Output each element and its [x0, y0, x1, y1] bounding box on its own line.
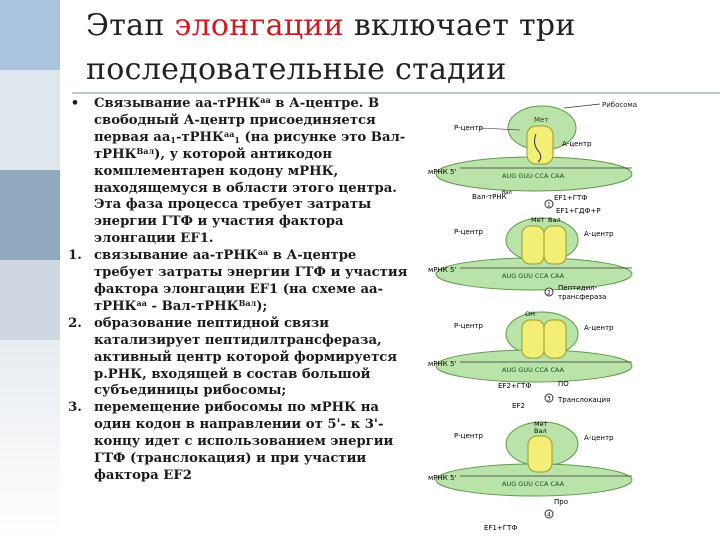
trna-met [526, 125, 554, 165]
bullet-text-3: -тРНК [175, 129, 225, 145]
label-ef1-gtp: EF1+ГТФ [554, 194, 587, 202]
title-part1: Этап [86, 8, 175, 43]
codons: AUG GUU CCA CAA [502, 366, 565, 374]
label-ef1-gdp: EF1+ГДФ+Р [556, 207, 601, 215]
ribosome-pointer [563, 103, 601, 109]
label-ribosome: Рибосома [602, 101, 637, 109]
step-badge-3 [544, 393, 554, 403]
label-a-center: А-центр [584, 434, 614, 442]
step1-sup-1: аа [257, 247, 269, 258]
slide-title: Этап элонгации включает три последовател… [86, 4, 716, 92]
label-peptidyl-1: Пептидил- [558, 284, 598, 292]
bullet-item: • Связывание аа-тРНКаа в А-центре. В сво… [60, 96, 420, 248]
label-val: Вал [548, 216, 561, 224]
step-marker-3: 3. [68, 400, 82, 416]
bullet-text-5: ), у которой антикодон комплементарен ко… [94, 146, 397, 247]
step-num-4: 4 [547, 512, 551, 519]
label-met: Мет [531, 216, 545, 224]
step1-text-2: в А-центре требует затраты энергии ГТФ и… [94, 248, 408, 314]
title-part2: включает три [343, 8, 576, 43]
label-ef2-gtp: EF2+ГТФ [498, 382, 531, 390]
step2-text: образование пептидной связи катализирует… [94, 315, 398, 399]
label-mrna: мРНК 5' [428, 168, 456, 176]
bullet-text-2: в А-центре. В свободный А-центр присоеди… [94, 96, 380, 145]
label-ef1-gtp-bottom: EF1+ГТФ [484, 524, 517, 532]
step-num-1: 1 [547, 202, 551, 209]
trna-dipeptide [543, 319, 567, 359]
codons: AUG GUU CCA CAA [502, 480, 565, 488]
label-met: Мет [534, 420, 548, 428]
label-mrna: мРНК 5' [428, 266, 456, 274]
label-a-center: А-центр [562, 140, 592, 148]
trna-empty [521, 319, 545, 359]
bullet-sub-2: 1 [234, 134, 240, 145]
label-val: Вал [534, 427, 547, 435]
label-p-center: Р-центр [454, 432, 483, 440]
bullet-text-4: (на рисунке это Вал-тРНК [94, 129, 406, 162]
trna-val [543, 225, 567, 265]
photo-lab [0, 170, 60, 260]
codons: AUG GUU CCA CAA [502, 272, 565, 280]
step-badge-4 [544, 509, 554, 519]
bullet-marker: • [70, 96, 80, 111]
label-met: Мет [534, 116, 548, 124]
label-p-center: Р-центр [454, 124, 483, 132]
title-highlight: элонгации [174, 8, 344, 43]
label-a-center: А-центр [584, 230, 614, 238]
label-p-center: Р-центр [454, 322, 483, 330]
photo-fade [0, 340, 60, 540]
step-badge-2 [544, 287, 554, 297]
photo-doctor-top [0, 0, 60, 70]
label-p-center: Р-центр [454, 228, 483, 236]
step-badge-1 [544, 199, 554, 209]
label-mrna: мРНК 5' [428, 360, 456, 368]
label-peptidyl-2: трансфераза [558, 293, 606, 301]
ribosome-stage-4: Р-центр А-центр Мет Вал мРНК 5' AUG GUU … [428, 420, 633, 532]
step-item-2: 2. образование пептидной связи катализир… [60, 316, 420, 401]
step-item-3: 3. перемещение рибосомы по мРНК на один … [60, 400, 420, 485]
bullet-text-1: Связывание аа-тРНК [94, 96, 261, 111]
photo-patient [0, 260, 60, 340]
label-val-trna: Вал-тРНК [472, 193, 507, 201]
step-marker-2: 2. [68, 315, 82, 331]
photo-nurse [0, 70, 60, 170]
step1-text-4: ); [256, 298, 268, 314]
elongation-diagram: Рибосома Р-центр А-центр Мет мРНК 5' AUG… [428, 101, 637, 532]
title-divider [72, 92, 720, 94]
trna-dipeptidyl [527, 435, 553, 473]
step1-sup-2: аа [136, 297, 147, 308]
label-val-trna-sup: Вал [502, 190, 512, 196]
trna-met-loop [534, 133, 542, 163]
ribosome-stage-3: Р-центр А-центр OH мРНК 5' AUG GUU CCA C… [428, 310, 633, 410]
bullet-sub-1: 1 [170, 134, 176, 145]
trna-met [521, 225, 545, 265]
step1-text-3: - Вал-тРНК [146, 298, 239, 314]
label-ef2: EF2 [512, 402, 525, 410]
label-oh: OH [525, 310, 535, 318]
ribosome-stage-1: Рибосома Р-центр А-центр Мет мРНК 5' AUG… [428, 101, 637, 215]
step3-text: перемещение рибосомы по мРНК на один код… [94, 400, 394, 483]
codons: AUG GUU CCA CAA [502, 172, 565, 180]
step1-text-1: связывание аа-тРНК [94, 248, 258, 264]
step-num-3: 3 [547, 396, 551, 403]
step1-sup-3: Вал [238, 297, 257, 308]
title-line2: последовательные стадии [86, 52, 507, 87]
label-po: ПО [558, 380, 569, 388]
label-a-center: А-центр [584, 324, 614, 332]
step-num-2: 2 [547, 290, 551, 297]
bullet-sup-3: Вал [136, 145, 155, 156]
p-center-pointer [479, 127, 521, 131]
body-text: • Связывание аа-тРНКаа в А-центре. В сво… [60, 96, 420, 485]
photo-strip [0, 0, 60, 540]
label-pro: Про [554, 498, 568, 506]
bullet-sup-2: аа [224, 128, 235, 139]
step-item-1: 1. связывание аа-тРНКаа в А-центре требу… [60, 248, 420, 316]
ribosome-stage-2: Р-центр А-центр Мет Вал мРНК 5' AUG GUU … [428, 216, 633, 301]
bullet-sup-1: аа [260, 95, 271, 105]
step-marker-1: 1. [68, 248, 82, 264]
label-translocation: Транслокация [557, 396, 610, 404]
label-mrna: мРНК 5' [428, 474, 456, 482]
